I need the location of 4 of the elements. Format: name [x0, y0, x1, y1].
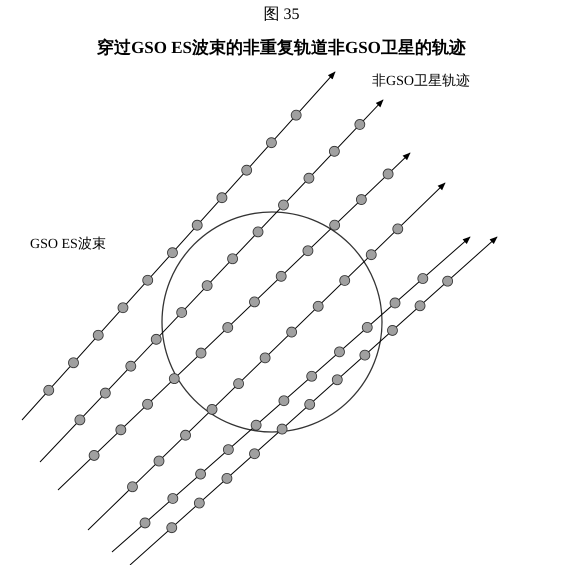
figure-number: 图 35	[262, 5, 300, 25]
trajectory-label: 非GSO卫星轨迹	[372, 72, 470, 90]
beam-label: GSO ES波束	[30, 236, 106, 253]
diagram-title: 穿过GSO ES波束的非重复轨道非GSO卫星的轨迹	[96, 37, 467, 59]
